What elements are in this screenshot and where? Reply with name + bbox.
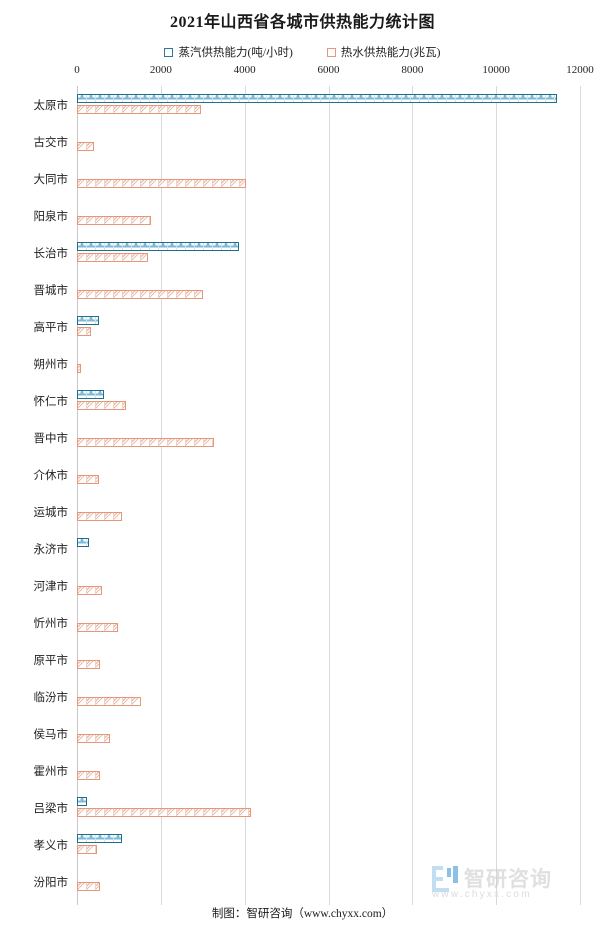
legend-item-steam[interactable]: 蒸汽供热能力(吨/小时) — [164, 44, 293, 60]
legend-item-water[interactable]: 热水供热能力(兆瓦) — [326, 44, 441, 60]
gridline-12000 — [580, 86, 581, 905]
bar-water-阳泉市[interactable] — [77, 216, 152, 225]
category-label-霍州市: 霍州市 — [33, 765, 69, 778]
chart-row: 永济市 — [34, 530, 580, 567]
chart-row: 汾阳市 — [34, 863, 580, 900]
category-label-汾阳市: 汾阳市 — [33, 876, 69, 889]
chart-legend: 蒸汽供热能力(吨/小时) 热水供热能力(兆瓦) — [0, 44, 605, 60]
category-label-大同市: 大同市 — [33, 173, 69, 186]
category-label-阳泉市: 阳泉市 — [33, 210, 69, 223]
bar-steam-吕梁市[interactable] — [77, 797, 88, 806]
chart-row: 大同市 — [34, 160, 580, 197]
bar-steam-太原市[interactable] — [77, 94, 557, 103]
bar-water-原平市[interactable] — [77, 660, 100, 669]
chart-row: 晋中市 — [34, 419, 580, 456]
legend-swatch-steam-icon — [164, 47, 174, 57]
bar-water-孝义市[interactable] — [77, 845, 97, 854]
bar-water-晋中市[interactable] — [77, 438, 215, 447]
chart-row: 原平市 — [34, 641, 580, 678]
x-axis-tick-labels: 0 2000 4000 6000 8000 10000 12000 — [0, 64, 605, 82]
chart-row: 古交市 — [34, 123, 580, 160]
bar-water-汾阳市[interactable] — [77, 882, 100, 891]
gridline-10000 — [496, 86, 498, 905]
gridline-4000 — [244, 86, 246, 905]
chart-row: 长治市 — [34, 234, 580, 271]
category-label-运城市: 运城市 — [33, 506, 69, 519]
bar-water-河津市[interactable] — [77, 586, 103, 595]
category-label-侯马市: 侯马市 — [33, 728, 69, 741]
category-label-朔州市: 朔州市 — [33, 358, 69, 371]
chart-row: 朔州市 — [34, 345, 580, 382]
bar-steam-高平市[interactable] — [77, 316, 100, 325]
value-axis-line — [77, 86, 78, 905]
chart-row: 侯马市 — [34, 715, 580, 752]
bar-water-侯马市[interactable] — [77, 734, 110, 743]
bar-water-朔州市[interactable] — [77, 364, 82, 373]
legend-label: 热水供热能力(兆瓦) — [340, 47, 441, 59]
bar-steam-怀仁市[interactable] — [77, 390, 105, 399]
category-label-介休市: 介休市 — [33, 469, 69, 482]
chart-row: 介休市 — [34, 456, 580, 493]
category-label-晋中市: 晋中市 — [33, 432, 69, 445]
category-label-忻州市: 忻州市 — [33, 617, 69, 630]
chart-row: 晋城市 — [34, 271, 580, 308]
category-label-太原市: 太原市 — [33, 99, 69, 112]
bar-water-介休市[interactable] — [77, 475, 100, 484]
bar-water-怀仁市[interactable] — [77, 401, 127, 410]
category-label-怀仁市: 怀仁市 — [33, 395, 69, 408]
category-label-吕梁市: 吕梁市 — [33, 802, 69, 815]
category-label-古交市: 古交市 — [33, 136, 69, 149]
chart-row: 孝义市 — [34, 826, 580, 863]
x-axis-tick-0: 0 — [74, 64, 80, 76]
bar-steam-孝义市[interactable] — [77, 834, 122, 843]
chart-row: 高平市 — [34, 308, 580, 345]
bar-water-高平市[interactable] — [77, 327, 91, 336]
plot-area: 太原市古交市大同市阳泉市长治市晋城市高平市朔州市怀仁市晋中市介休市运城市永济市河… — [34, 86, 581, 905]
chart-row: 阳泉市 — [34, 197, 580, 234]
bar-water-临汾市[interactable] — [77, 697, 142, 706]
bar-water-晋城市[interactable] — [77, 290, 203, 299]
x-axis-tick-6000: 6000 — [317, 64, 340, 76]
chart-row: 吕梁市 — [34, 789, 580, 826]
bar-water-古交市[interactable] — [77, 142, 94, 151]
category-label-高平市: 高平市 — [33, 321, 69, 334]
x-axis-tick-2000: 2000 — [149, 64, 172, 76]
gridline-8000 — [412, 86, 414, 905]
gridline-6000 — [328, 86, 330, 905]
category-label-永济市: 永济市 — [33, 543, 69, 556]
legend-swatch-water-icon — [326, 47, 336, 57]
chart-row: 太原市 — [34, 86, 580, 123]
bar-steam-永济市[interactable] — [77, 538, 89, 547]
x-axis-tick-8000: 8000 — [401, 64, 424, 76]
bar-water-忻州市[interactable] — [77, 623, 118, 632]
category-label-孝义市: 孝义市 — [33, 839, 69, 852]
bar-water-霍州市[interactable] — [77, 771, 100, 780]
category-label-长治市: 长治市 — [33, 247, 69, 260]
bar-water-太原市[interactable] — [77, 105, 202, 114]
chart-row: 运城市 — [34, 493, 580, 530]
category-label-原平市: 原平市 — [33, 654, 69, 667]
bar-water-长治市[interactable] — [77, 253, 148, 262]
category-label-临汾市: 临汾市 — [33, 691, 69, 704]
gridline-2000 — [160, 86, 162, 905]
bar-water-运城市[interactable] — [77, 512, 122, 521]
legend-label: 蒸汽供热能力(吨/小时) — [178, 47, 293, 59]
chart-row: 忻州市 — [34, 604, 580, 641]
chart-row: 临汾市 — [34, 678, 580, 715]
chart-row: 霍州市 — [34, 752, 580, 789]
category-label-河津市: 河津市 — [33, 580, 69, 593]
category-label-晋城市: 晋城市 — [33, 284, 69, 297]
x-axis-tick-4000: 4000 — [233, 64, 256, 76]
bar-water-大同市[interactable] — [77, 179, 246, 188]
chart-row: 河津市 — [34, 567, 580, 604]
bar-water-吕梁市[interactable] — [77, 808, 251, 817]
chart-row: 怀仁市 — [34, 382, 580, 419]
x-axis-tick-12000: 12000 — [566, 64, 594, 76]
chart-title: 2021年山西省各城市供热能力统计图 — [169, 14, 435, 31]
x-axis-tick-10000: 10000 — [482, 64, 510, 76]
chart-footer-credit: 制图：智研咨询（www.chyxx.com） — [211, 908, 394, 920]
bar-steam-长治市[interactable] — [77, 242, 240, 251]
